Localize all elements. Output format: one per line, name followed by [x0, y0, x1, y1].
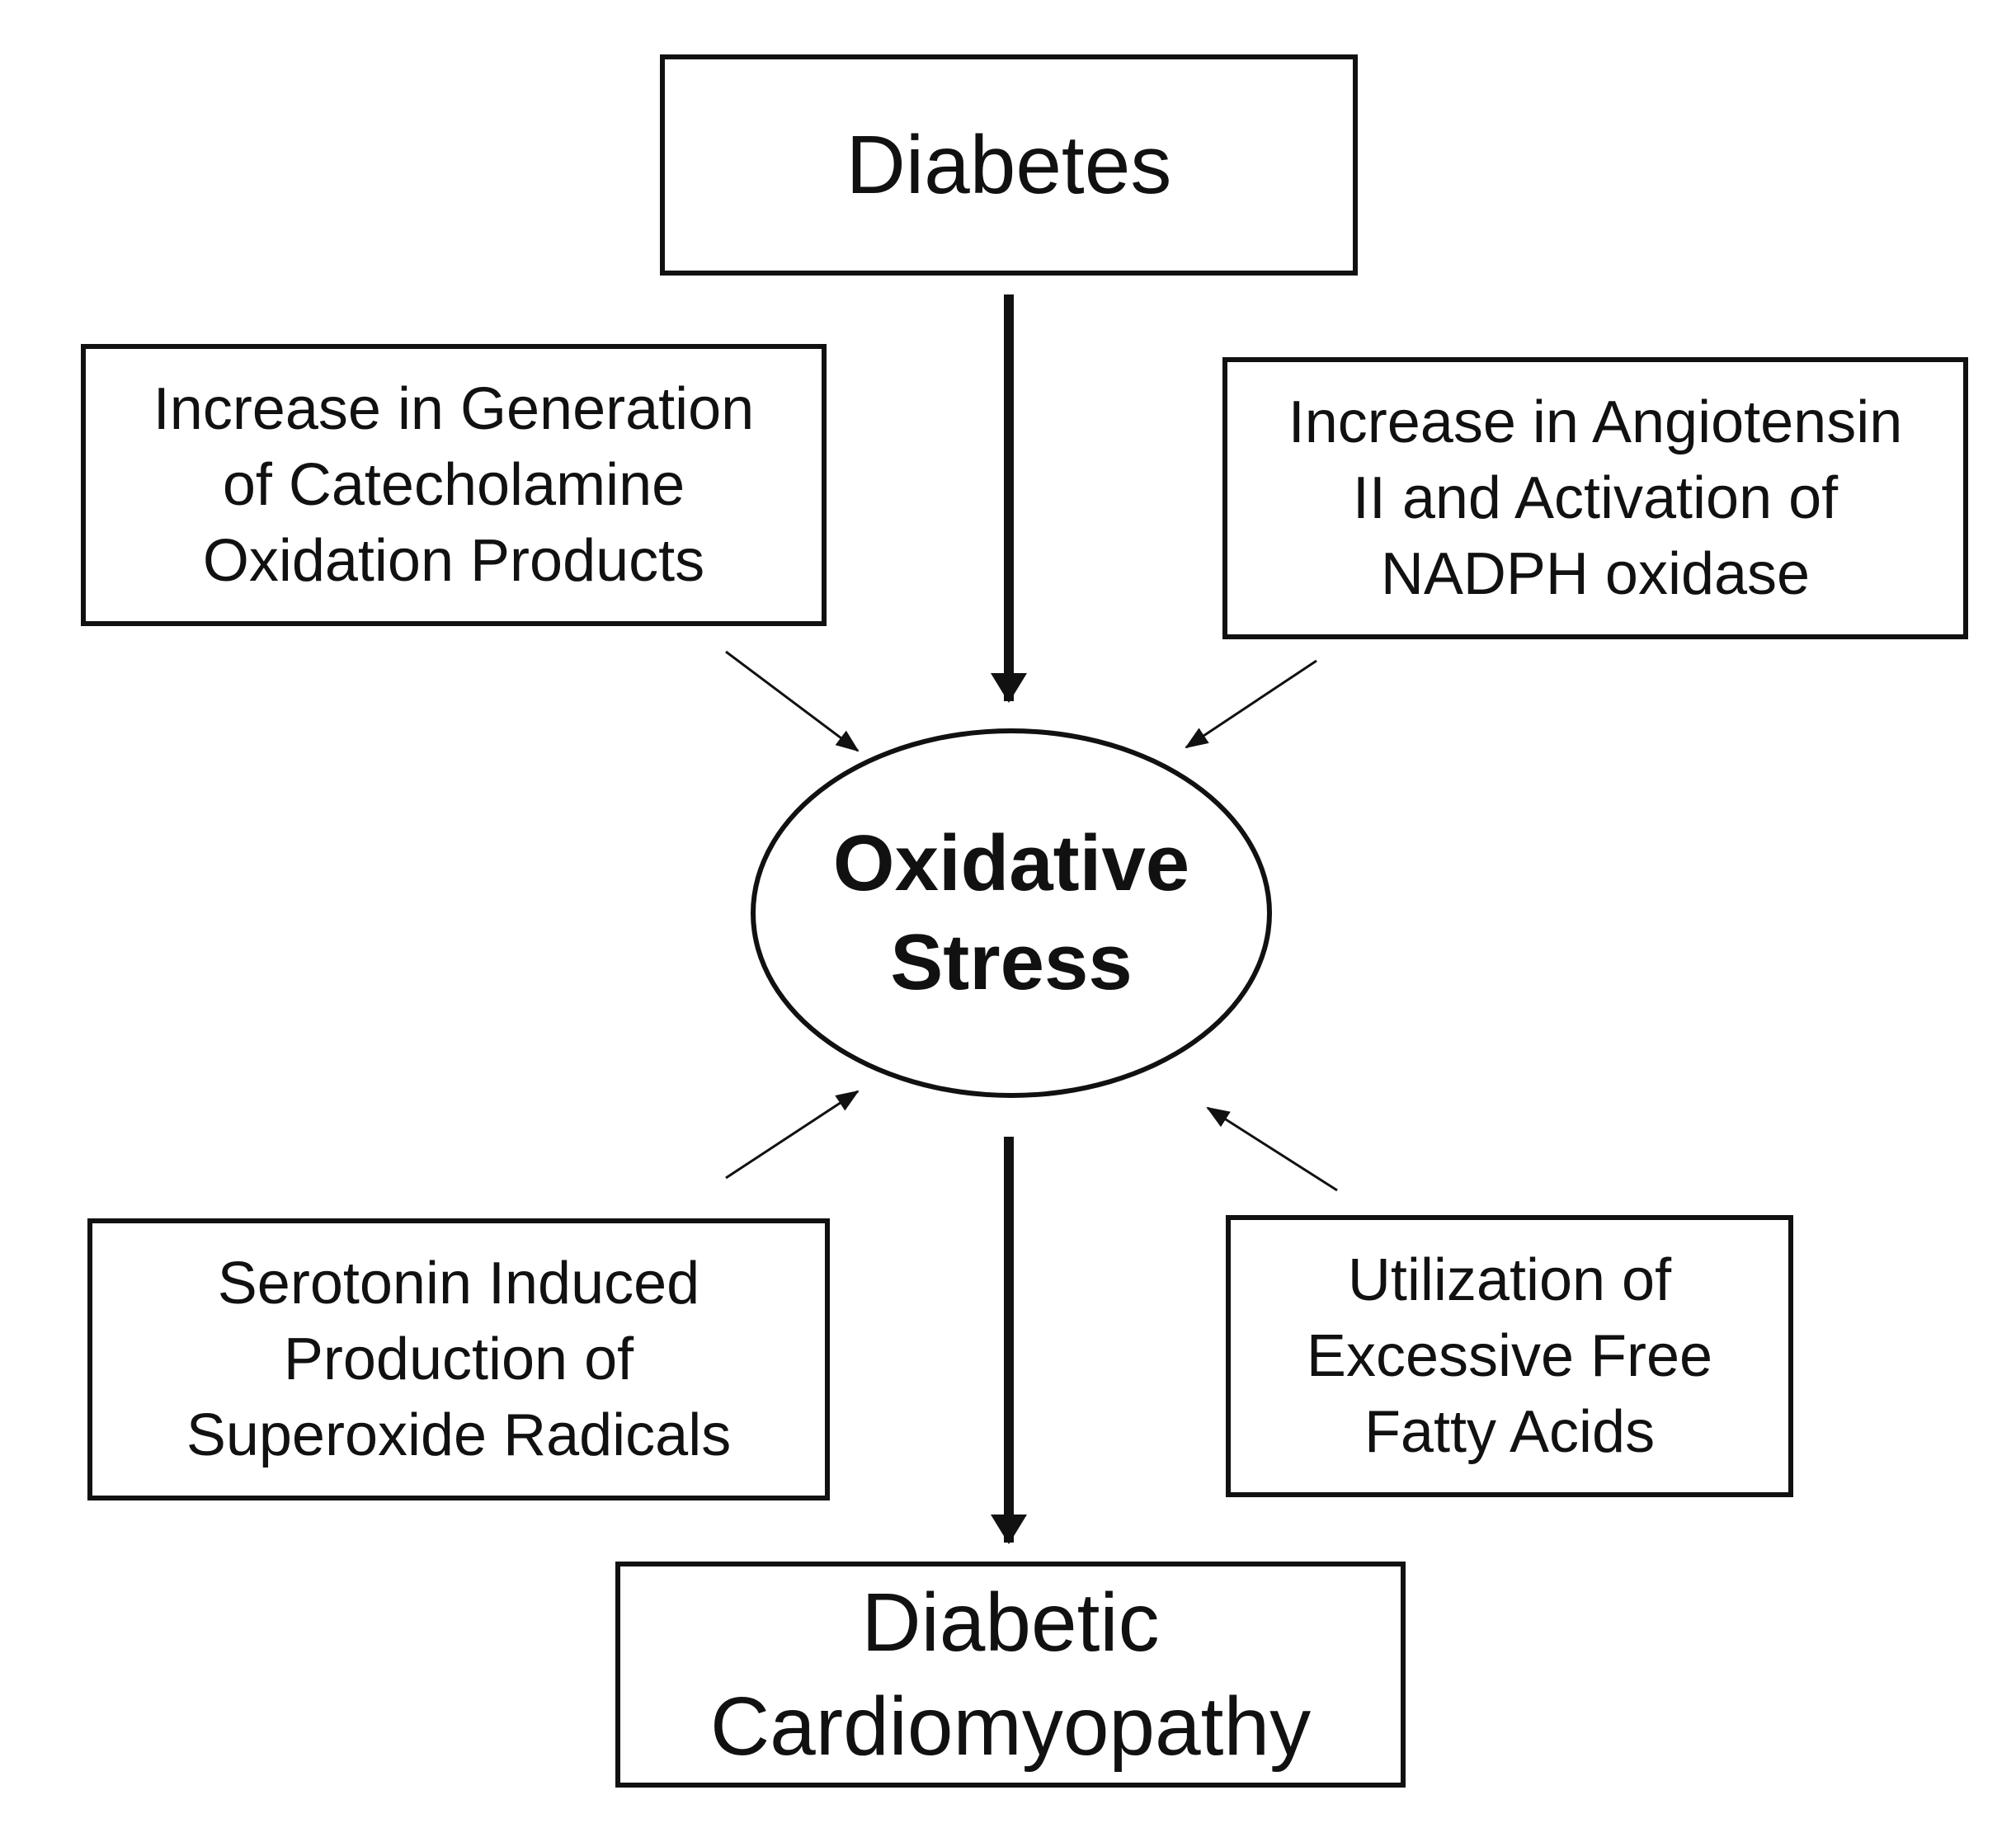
serotonin-superoxide-node: Serotonin Induced Production of Superoxi…: [87, 1218, 830, 1500]
fatty-acids-line-3: Fatty Acids: [1364, 1399, 1656, 1465]
fatty-acids-line-1: Utilization of: [1347, 1247, 1672, 1313]
serotonin-line-3: Superoxide Radicals: [186, 1402, 732, 1468]
serotonin-line-2: Production of: [283, 1326, 634, 1392]
oxidative-stress-line-1: Oxidative: [832, 819, 1190, 907]
catecholamine-line-3: Oxidation Products: [202, 528, 705, 594]
diabetes-label: Diabetes: [845, 119, 1172, 211]
catecholamine-line-1: Increase in Generation: [153, 376, 755, 442]
angiotensin-line-2: II and Activation of: [1352, 465, 1839, 531]
catecholamine-line-2: of Catecholamine: [222, 452, 685, 518]
serotonin-line-1: Serotonin Induced: [217, 1251, 700, 1317]
arrow-catecholamine-to-oxidative-stress: [725, 650, 860, 752]
oxidative-stress-node: Oxidative Stress: [751, 728, 1272, 1098]
free-fatty-acids-node: Utilization of Excessive Free Fatty Acid…: [1226, 1215, 1793, 1497]
arrow-serotonin-to-oxidative-stress: [725, 1090, 860, 1180]
diabetes-node: Diabetes: [660, 54, 1358, 276]
diabetic-cardiomyopathy-node: Diabetic Cardiomyopathy: [615, 1562, 1406, 1788]
angiotensin-nadph-node: Increase in Angiotensin II and Activatio…: [1222, 357, 1968, 639]
cardiomyopathy-line-1: Diabetic: [861, 1576, 1160, 1669]
catecholamine-oxidation-node: Increase in Generation of Catecholamine …: [81, 344, 827, 626]
arrow-fatty-acids-to-oxidative-stress: [1206, 1106, 1338, 1192]
angiotensin-line-3: NADPH oxidase: [1380, 541, 1811, 607]
oxidative-stress-line-2: Stress: [890, 918, 1133, 1006]
fatty-acids-line-2: Excessive Free: [1306, 1323, 1713, 1389]
cardiomyopathy-line-2: Cardiomyopathy: [709, 1680, 1312, 1773]
angiotensin-line-1: Increase in Angiotensin: [1288, 389, 1903, 455]
arrow-angiotensin-to-oxidative-stress: [1185, 659, 1317, 749]
